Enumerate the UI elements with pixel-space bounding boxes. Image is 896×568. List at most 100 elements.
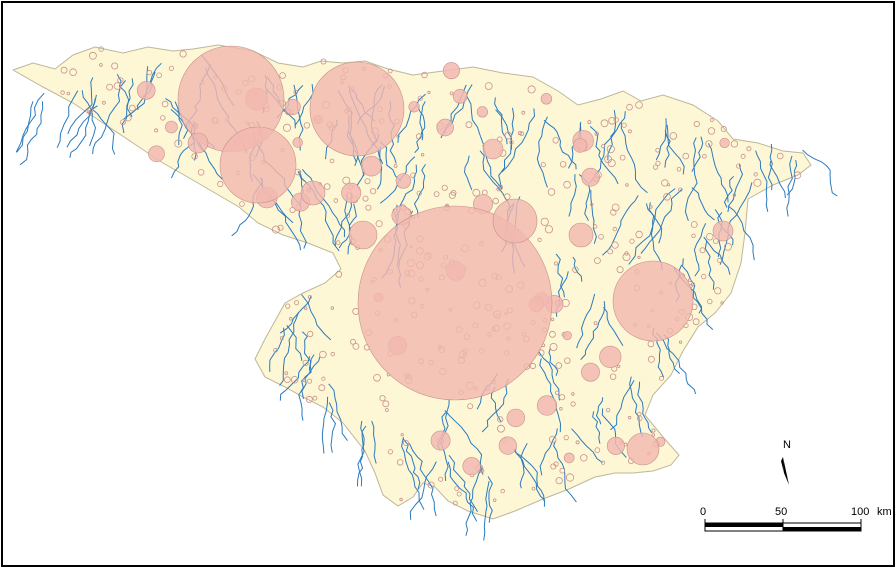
- station-marker: [736, 163, 742, 169]
- river-segment: [338, 203, 357, 249]
- station-marker: [484, 82, 493, 90]
- station-marker: [587, 120, 592, 125]
- station-marker: [540, 93, 553, 105]
- station-marker: [393, 164, 398, 168]
- scale-tick-50: 50: [775, 506, 788, 518]
- scale-unit: km: [877, 506, 892, 518]
- station-marker: [555, 362, 563, 369]
- station-marker: [111, 62, 119, 70]
- station-marker: [719, 137, 730, 149]
- station-marker-large: [626, 432, 660, 466]
- station-marker: [98, 46, 104, 52]
- station-marker: [707, 298, 713, 305]
- station-marker: [279, 336, 284, 341]
- station-marker: [699, 247, 706, 254]
- river-segment: [590, 189, 597, 244]
- station-marker: [517, 131, 522, 136]
- station-marker: [497, 416, 504, 423]
- station-marker: [399, 497, 403, 502]
- station-marker: [753, 172, 758, 177]
- river-segment: [629, 376, 644, 438]
- river-segment: [56, 90, 79, 148]
- station-marker: [497, 424, 505, 433]
- station-marker: [452, 500, 458, 506]
- station-marker: [496, 186, 502, 192]
- station-marker: [430, 430, 451, 451]
- station-marker: [307, 295, 312, 300]
- station-marker: [575, 440, 580, 445]
- station-marker: [550, 317, 555, 322]
- river-segment: [501, 108, 536, 173]
- river-segment: [357, 425, 367, 487]
- station-marker: [493, 498, 497, 502]
- station-marker: [305, 395, 313, 403]
- station-marker: [452, 89, 468, 104]
- station-marker: [607, 248, 614, 255]
- station-marker: [420, 152, 425, 157]
- station-marker: [604, 155, 612, 164]
- station-marker: [387, 449, 393, 455]
- station-marker: [284, 371, 289, 376]
- station-marker: [562, 331, 572, 341]
- station-marker: [395, 173, 412, 189]
- station-marker: [450, 189, 457, 196]
- station-marker: [449, 91, 454, 96]
- station-marker: [563, 434, 569, 441]
- scale-bar: [704, 519, 862, 532]
- station-marker: [565, 473, 575, 482]
- river-segment: [121, 78, 134, 134]
- station-marker-large: [348, 220, 378, 250]
- station-marker: [563, 180, 571, 189]
- station-marker: [519, 131, 525, 137]
- station-marker: [547, 188, 556, 196]
- station-marker: [302, 359, 309, 366]
- station-marker: [154, 128, 159, 133]
- station-marker: [504, 131, 513, 140]
- north-arrow-icon: [781, 457, 789, 485]
- station-marker: [598, 234, 604, 240]
- station-marker: [594, 257, 601, 265]
- river-segment: [397, 93, 426, 143]
- station-marker: [271, 225, 280, 234]
- station-marker: [335, 270, 343, 278]
- river-segment: [409, 461, 437, 520]
- river-segment: [802, 149, 838, 197]
- river-segment: [691, 136, 704, 172]
- station-marker-large: [219, 126, 297, 204]
- station-marker: [503, 193, 511, 200]
- station-marker: [350, 338, 356, 345]
- station-marker: [179, 50, 187, 58]
- station-marker: [651, 428, 656, 433]
- station-marker: [284, 99, 301, 116]
- station-marker: [433, 191, 440, 198]
- station-marker: [580, 454, 588, 462]
- station-marker: [594, 447, 601, 453]
- river-segment: [465, 467, 483, 536]
- station-marker: [160, 115, 166, 121]
- river-segment: [640, 188, 683, 254]
- station-marker-large: [568, 222, 594, 248]
- station-marker: [365, 204, 372, 211]
- station-marker: [563, 452, 575, 464]
- river-segment: [723, 175, 735, 208]
- river-segment: [691, 187, 715, 221]
- station-marker: [410, 172, 416, 179]
- station-marker: [724, 242, 732, 251]
- river-segment: [514, 447, 545, 502]
- station-marker: [106, 83, 113, 91]
- river-segment: [447, 461, 478, 522]
- scale-tick-100: 100: [851, 506, 870, 518]
- station-marker: [753, 178, 762, 187]
- station-marker: [687, 278, 692, 282]
- station-marker: [590, 202, 594, 207]
- river-segment: [555, 253, 565, 298]
- station-marker: [442, 62, 460, 80]
- station-marker: [465, 121, 473, 129]
- station-marker: [302, 378, 307, 383]
- station-marker: [658, 375, 664, 381]
- station-marker: [441, 184, 448, 191]
- station-marker: [436, 118, 454, 137]
- river-segment: [727, 205, 755, 261]
- station-marker: [571, 392, 575, 396]
- river-segment: [539, 428, 558, 476]
